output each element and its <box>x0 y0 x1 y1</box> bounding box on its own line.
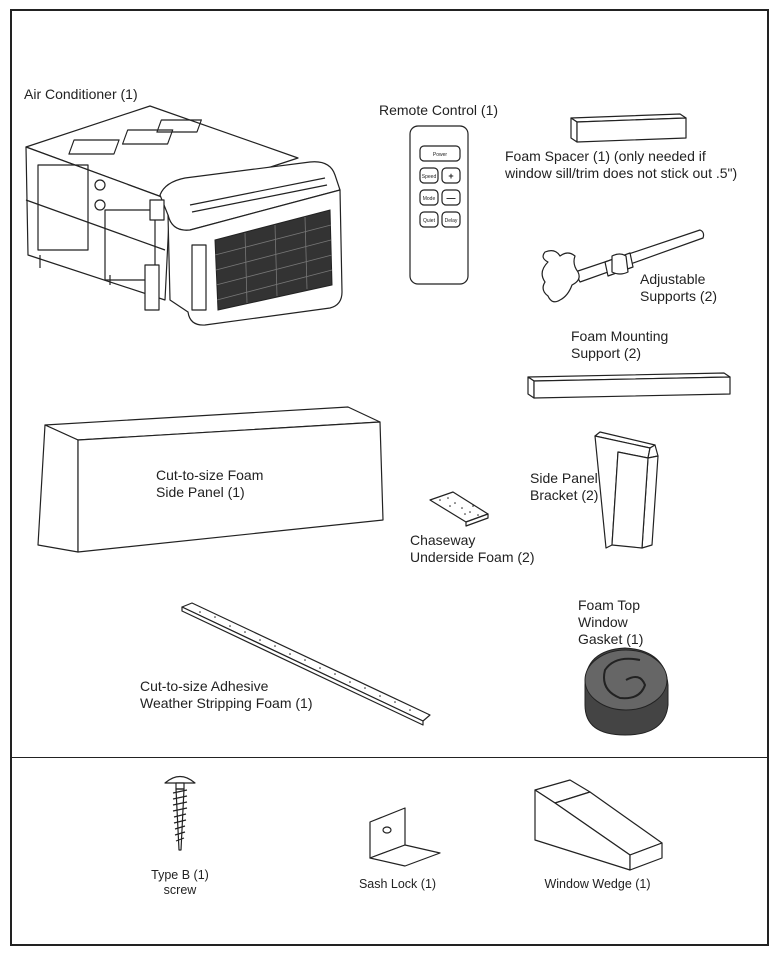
side-panel-bracket-label: Side Panel Bracket (2) <box>530 470 599 503</box>
window-wedge-drawing <box>534 779 663 871</box>
remote-power-label: Power <box>433 152 448 158</box>
foam-mounting-support-drawing <box>527 372 731 399</box>
foam-spacer-drawing <box>570 113 687 143</box>
foam-side-panel-drawing <box>37 406 384 553</box>
weather-stripping-label: Cut-to-size Adhesive Weather Stripping F… <box>140 678 313 711</box>
chaseway-foam-drawing <box>429 491 489 527</box>
remote-quiet-label: Quiet <box>423 218 436 224</box>
foam-side-panel-label: Cut-to-size Foam Side Panel (1) <box>156 467 264 500</box>
sash-lock-label: Sash Lock (1) <box>358 877 437 891</box>
remote-control-drawing: Power Speed + Mode — Quiet Delay <box>409 125 469 285</box>
foam-spacer-label: Foam Spacer (1) (only needed if window s… <box>505 148 738 181</box>
section-divider <box>10 757 769 758</box>
parts-frame <box>10 9 769 946</box>
adjustable-support-drawing <box>541 229 705 303</box>
weather-stripping-drawing <box>181 602 431 726</box>
remote-speed-label: Speed <box>422 174 437 180</box>
remote-delay-label: Delay <box>445 218 458 224</box>
sash-lock-drawing <box>369 807 441 867</box>
air-conditioner-drawing <box>25 105 343 326</box>
foam-gasket-roll-drawing <box>584 647 669 736</box>
remote-mode-label: Mode <box>423 196 436 202</box>
adjustable-supports-label: Adjustable Supports (2) <box>640 271 718 304</box>
chaseway-foam-label: Chaseway Underside Foam (2) <box>410 532 535 565</box>
screw-label: Type B (1) screw <box>151 868 209 897</box>
foam-gasket-label: Foam Top Window Gasket (1) <box>578 597 644 647</box>
remote-plus-label: + <box>448 171 453 181</box>
foam-mounting-support-label: Foam Mounting Support (2) <box>571 328 669 361</box>
screw-drawing <box>164 775 196 851</box>
remote-control-label: Remote Control (1) <box>379 102 499 118</box>
air-conditioner-label: Air Conditioner (1) <box>24 86 138 102</box>
side-panel-bracket-drawing <box>594 431 659 549</box>
remote-minus-label: — <box>447 193 456 203</box>
window-wedge-label: Window Wedge (1) <box>544 877 651 891</box>
